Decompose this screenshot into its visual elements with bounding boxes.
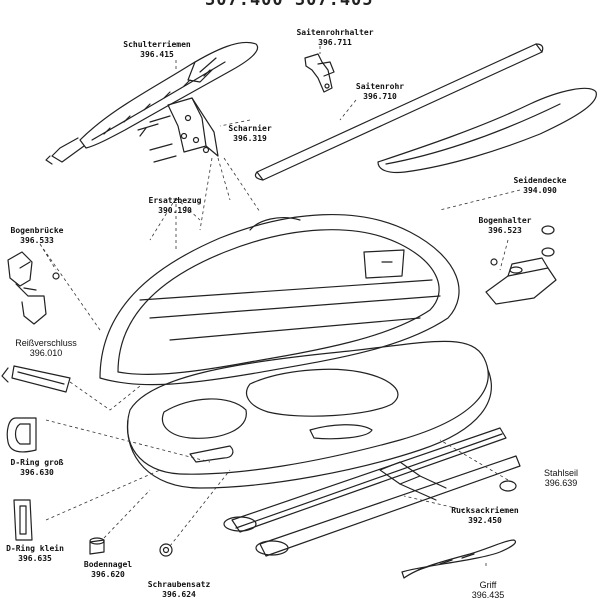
case-lid-illustration xyxy=(99,213,460,386)
screw-set-illustration xyxy=(159,543,173,557)
silk-cover-illustration xyxy=(377,87,597,174)
backpack-straps-illustration xyxy=(223,427,521,557)
zipper-illustration xyxy=(1,365,71,393)
tube-holder-illustration xyxy=(304,53,335,93)
d-ring-small-illustration xyxy=(13,499,33,541)
string-tube-illustration xyxy=(254,43,544,181)
hinge-illustration xyxy=(137,97,219,163)
d-ring-large-illustration xyxy=(6,417,37,453)
case-body-illustration xyxy=(126,340,492,489)
diagram-title: 307.400 307.405 xyxy=(205,0,374,10)
shoulder-strap-illustration xyxy=(45,41,259,165)
handle-illustration xyxy=(401,539,517,579)
bow-bridge-illustration xyxy=(7,251,60,325)
bow-holder-illustration xyxy=(485,225,557,305)
steel-cable-illustration xyxy=(499,480,517,492)
foot-nail-illustration xyxy=(89,537,105,555)
